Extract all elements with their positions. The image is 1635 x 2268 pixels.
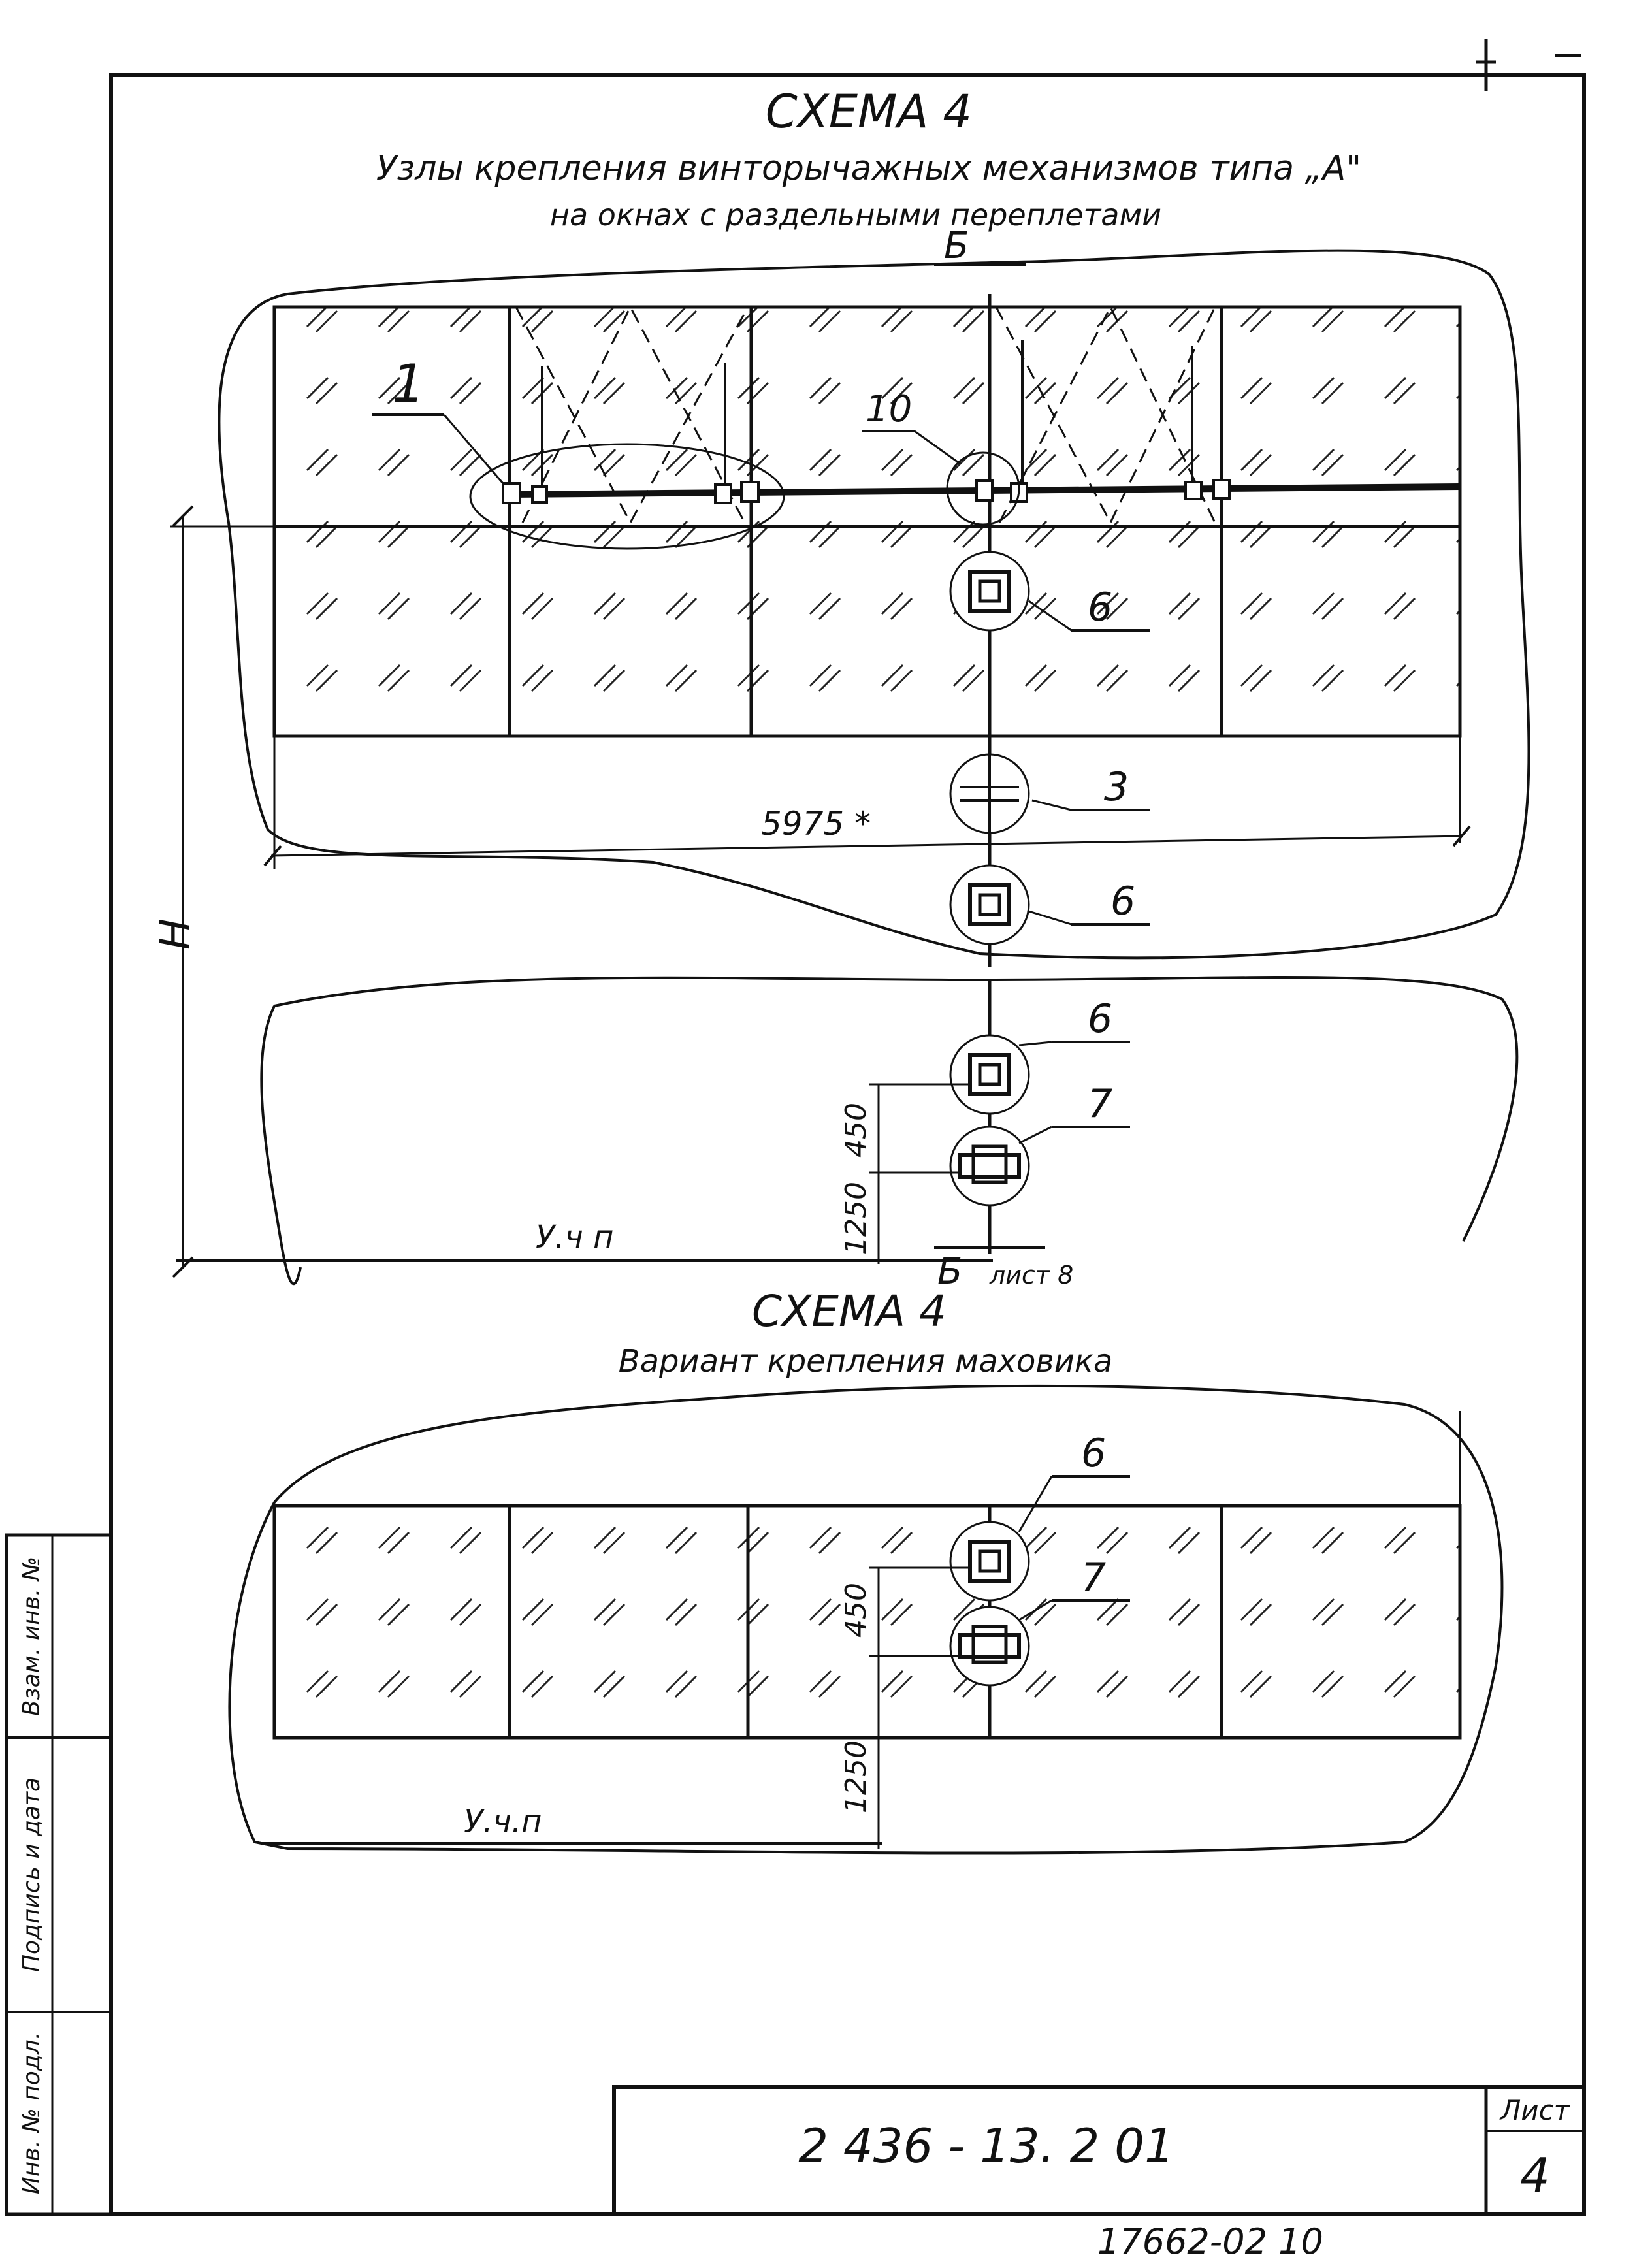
dimension-height: H	[152, 918, 200, 950]
detail-circle-1	[469, 443, 785, 550]
callout-7-bottom: 7	[1081, 1555, 1106, 1600]
section-mark-bottom: Б	[937, 1250, 962, 1293]
dimension-450-bottom: 450	[839, 1583, 873, 1638]
scheme-bottom-subtitle: Вариант крепления маховика	[619, 1343, 1113, 1380]
node-6-lower	[949, 1034, 1030, 1115]
callout-1: 1	[392, 353, 425, 414]
floor-label-bottom: У.ч.п	[464, 1804, 542, 1840]
callout-7: 7	[1088, 1081, 1112, 1127]
dimension-450-top: 450	[839, 1103, 873, 1158]
scheme-top-title: СХЕМА 4	[766, 85, 972, 138]
side-stamp	[5, 1533, 113, 2216]
node-6-upper	[949, 551, 1030, 632]
node-3	[949, 753, 1030, 834]
scheme-bottom-title: СХЕМА 4	[752, 1286, 947, 1336]
callout-6b: 6	[1110, 879, 1135, 924]
window-elevation-bottom	[272, 1411, 1462, 1740]
section-mark-top: Б	[944, 225, 969, 267]
node-6-middle	[949, 864, 1030, 945]
stamp-cell-2: Подпись и дата	[18, 1777, 45, 1972]
dimension-1250-top: 1250	[839, 1182, 873, 1255]
document-code: 2 436 - 13. 2 01	[798, 2118, 1174, 2173]
callout-6c: 6	[1088, 996, 1112, 1042]
callout-10: 10	[866, 388, 912, 430]
scheme-top-subtitle-2: на окнах с раздельными переплетами	[550, 197, 1161, 233]
cloud-outline-middle	[260, 976, 1519, 1286]
node-6-bottom	[949, 1521, 1030, 1602]
node-7	[949, 1126, 1030, 1207]
stamp-cell-3: Инв. № подл.	[18, 2032, 45, 2194]
callout-6a: 6	[1088, 585, 1112, 630]
floor-label-top: У.ч п	[536, 1219, 614, 1256]
callout-3: 3	[1104, 764, 1129, 810]
sheet-label: Лист	[1499, 2094, 1571, 2126]
window-elevation-top	[272, 294, 1462, 1254]
detail-circle-10	[946, 451, 1020, 526]
sheet-reference: лист 8	[989, 1261, 1073, 1289]
sheet-number: 4	[1520, 2148, 1550, 2203]
scheme-top-subtitle-1: Узлы крепления винторычажных механизмов …	[376, 149, 1361, 188]
title-block	[612, 2085, 1586, 2216]
node-7-bottom	[949, 1606, 1030, 1687]
cloud-outline-top	[218, 249, 1530, 960]
callout-6-bottom: 6	[1081, 1431, 1106, 1476]
footer-code: 17662-02 10	[1097, 2221, 1323, 2262]
dimension-1250-bottom: 1250	[839, 1740, 873, 1813]
stamp-cell-1: Взам. инв. №	[18, 1557, 45, 1716]
cloud-outline-bottom	[228, 1384, 1504, 1855]
dimension-width: 5975 *	[761, 805, 871, 843]
